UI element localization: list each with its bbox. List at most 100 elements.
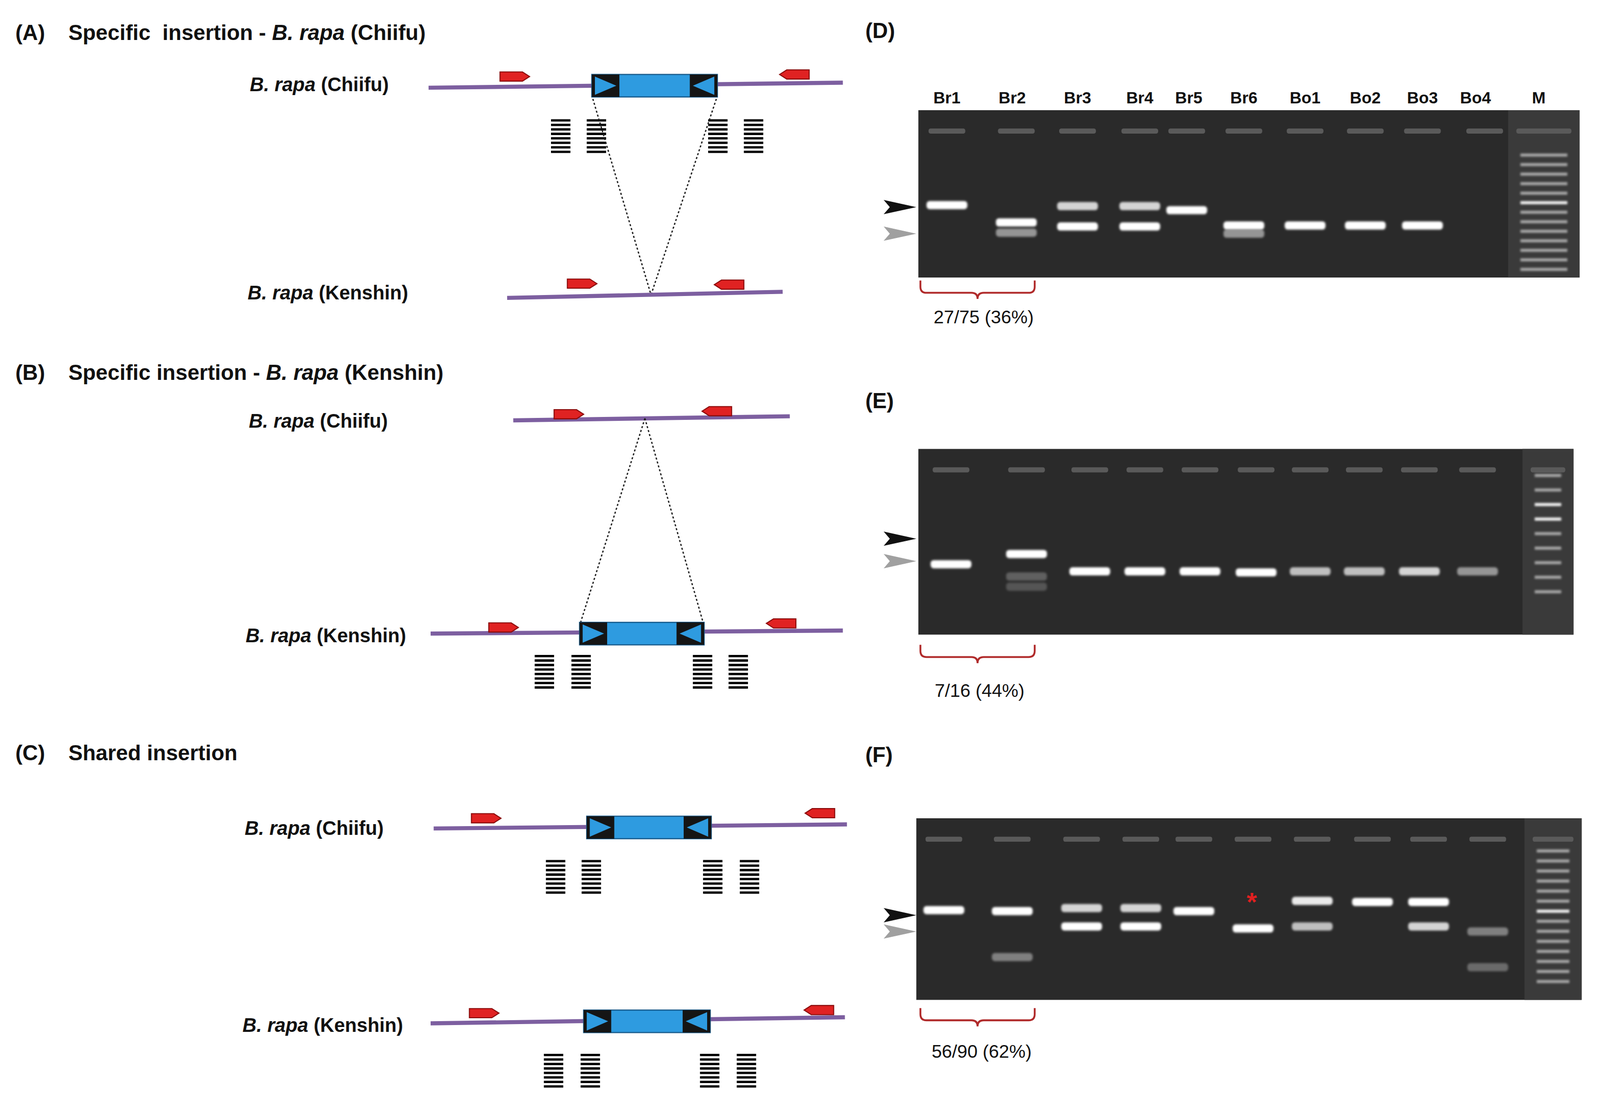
gel-well	[993, 836, 1031, 842]
dna-band	[995, 218, 1037, 227]
read-line	[545, 869, 566, 872]
read-line	[743, 150, 764, 154]
read-line	[580, 1067, 601, 1070]
figure-label: (Chiifu)	[319, 410, 388, 433]
primer-arrow	[499, 72, 530, 82]
read-line	[728, 672, 749, 676]
gel-well	[1469, 836, 1506, 842]
ladder-band	[1520, 153, 1568, 157]
read-line	[543, 1085, 564, 1088]
gel-well	[1063, 836, 1100, 842]
read-line	[571, 681, 592, 685]
read-line	[728, 663, 749, 667]
tir-cap	[676, 622, 704, 645]
label-row: 7/16 (44%)	[934, 680, 1025, 702]
dna-band	[991, 907, 1033, 916]
percentage-label: 7/16 (44%)	[934, 680, 1025, 702]
gel-well	[1410, 836, 1447, 842]
read-line	[736, 1058, 757, 1061]
dna-band	[1223, 221, 1265, 230]
label-row: Br1	[933, 88, 961, 108]
dna-band	[1232, 924, 1274, 933]
read-line	[708, 146, 728, 149]
read-line	[708, 141, 728, 145]
read-line	[728, 686, 749, 689]
gel-image	[916, 818, 1582, 1000]
label-row: B. rapa(Kenshin)	[245, 624, 407, 648]
read-line	[534, 654, 554, 658]
band-arrowhead	[883, 553, 917, 569]
dna-band	[1344, 221, 1386, 230]
read-line	[543, 1058, 564, 1061]
tir-cap	[690, 74, 718, 98]
primer-arrow	[766, 618, 796, 629]
dna-band	[1467, 963, 1509, 972]
ladder-band	[1520, 248, 1568, 252]
percentage-label: 27/75 (36%)	[933, 306, 1034, 328]
read-line	[739, 869, 760, 872]
read-line	[551, 146, 571, 149]
gel-well	[925, 836, 963, 842]
figure-label: (D)	[865, 18, 895, 44]
transposon-element	[586, 816, 712, 839]
ladder-band	[1536, 980, 1570, 984]
ladder-band	[1520, 267, 1568, 271]
dna-band	[1223, 229, 1265, 238]
figure-label: Shared insertion	[68, 740, 238, 766]
ladder-band	[1536, 849, 1570, 853]
gel-well	[1291, 467, 1329, 473]
ladder-panel	[1522, 449, 1574, 635]
gel-well	[1175, 836, 1213, 842]
figure-label: Bo3	[1406, 88, 1438, 108]
dna-band	[926, 200, 968, 210]
dna-band	[1408, 922, 1450, 931]
read-line	[699, 1053, 720, 1057]
read-line	[743, 132, 764, 136]
gel-well	[1059, 128, 1096, 134]
read-line	[739, 877, 760, 881]
read-line	[581, 887, 602, 890]
band-arrowhead	[883, 226, 917, 241]
read-line	[551, 123, 571, 127]
read-line	[580, 1062, 601, 1066]
ladder-panel	[1508, 110, 1580, 278]
label-row: Br3	[1064, 88, 1092, 108]
figure-label: (Kenshin)	[313, 1014, 403, 1037]
read-line	[699, 1067, 720, 1070]
read-line	[581, 882, 602, 885]
dna-band	[1291, 922, 1333, 931]
ladder-band	[1520, 191, 1568, 195]
read-line	[551, 141, 571, 145]
tir-cap	[683, 816, 712, 839]
read-line	[571, 663, 592, 667]
band-arrowhead	[883, 531, 917, 546]
label-row: (B)	[15, 359, 45, 385]
read-line	[743, 137, 764, 140]
dna-band	[1124, 567, 1166, 576]
read-line	[571, 654, 592, 658]
dna-band	[1284, 221, 1326, 230]
read-line	[739, 887, 760, 890]
figure-label: (Kenshin)	[318, 281, 409, 305]
gel-well	[1345, 467, 1383, 473]
dna-band	[1352, 897, 1394, 907]
species-name: B. rapa	[244, 817, 311, 840]
read-line	[703, 869, 723, 872]
figure-label: Specific insertion -	[68, 20, 266, 46]
read-line	[736, 1071, 757, 1075]
gel-well	[1403, 128, 1441, 134]
read-line	[581, 869, 602, 872]
read-line	[739, 864, 760, 868]
gel-well	[1225, 128, 1263, 134]
dna-band	[1457, 567, 1499, 576]
dna-band	[1289, 567, 1331, 576]
read-line	[692, 654, 713, 658]
gel-well	[1286, 128, 1324, 134]
gel-well	[1293, 836, 1331, 842]
read-line	[728, 659, 749, 662]
figure-label: M	[1531, 88, 1546, 108]
label-row: Bo3	[1406, 88, 1438, 108]
figure-label: Bo4	[1460, 88, 1491, 108]
read-line	[739, 891, 760, 894]
